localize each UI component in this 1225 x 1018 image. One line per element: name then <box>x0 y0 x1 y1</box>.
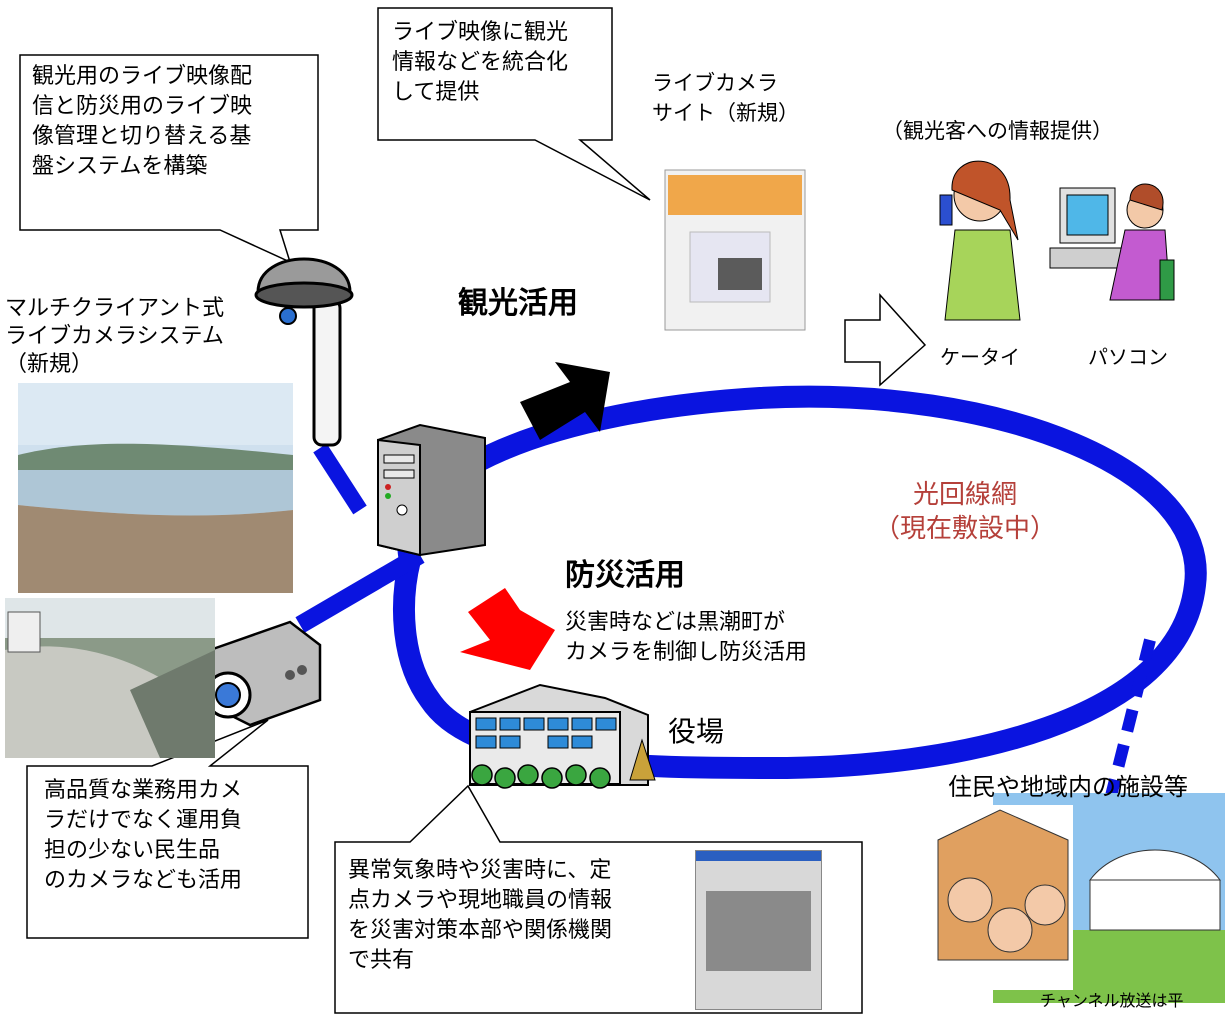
disaster-use-label: 防災活用 <box>565 558 685 593</box>
tourism-arrow <box>520 362 610 440</box>
callout-line: して提供 <box>392 80 480 105</box>
callout-line: 異常気象時や災害時に、定 <box>348 858 612 883</box>
disaster-arrow <box>460 588 555 670</box>
label-line: ライブカメラシステム <box>5 324 224 349</box>
beach-photo <box>18 383 293 593</box>
callout-line: で共有 <box>348 948 415 973</box>
town-hall-label: 役場 <box>668 715 725 748</box>
label-line: ライブカメラ <box>652 71 778 95</box>
callout-line: 高品質な業務用カメ <box>44 778 243 803</box>
callout-platform: 観光用のライブ映像配 信と防災用のライブ映 像管理と切り替える基 盤システムを構… <box>32 62 252 182</box>
output-arrow <box>844 293 927 387</box>
video-camera-icon <box>204 620 322 727</box>
sharing-screenshot <box>695 850 822 1010</box>
callout-line: ラだけでなく運用負 <box>44 808 243 833</box>
dome-camera-icon <box>254 257 354 447</box>
callout-line: 盤システムを構築 <box>32 154 208 179</box>
callout-integration-box <box>377 7 651 201</box>
pc-label: パソコン <box>1088 345 1168 369</box>
callout-sharing: 異常気象時や災害時に、定 点カメラや現地職員の情報 を災害対策本部や関係機関 で… <box>348 856 612 976</box>
label-line: （新規） <box>5 352 94 377</box>
callout-line: ライブ映像に観光 <box>392 20 569 45</box>
label-line: （現在敷設中） <box>873 514 1056 544</box>
callout-line: 信と防災用のライブ映 <box>32 94 253 119</box>
label-line: サイト（新規） <box>652 101 799 125</box>
tourist-info-label: （観光客への情報提供） <box>882 119 1113 143</box>
callout-platform-box <box>19 54 319 264</box>
multi-client-label: マルチクライアント式 ライブカメラシステム （新規） <box>5 295 224 379</box>
disaster-note: 災害時などは黒潮町が カメラを制御し防災活用 <box>565 608 807 668</box>
channel-label: チャンネル放送は平 <box>1040 991 1184 1010</box>
tourism-use-label: 観光活用 <box>458 286 578 321</box>
town-hall-icon <box>469 683 656 789</box>
pc-user-icon <box>1049 183 1175 301</box>
live-site-label: ライブカメラ サイト（新規） <box>652 68 799 128</box>
callout-line: を災害対策本部や関係機関 <box>348 918 613 943</box>
residents-illustration <box>933 793 1225 1003</box>
callout-integration: ライブ映像に観光 情報などを統合化 して提供 <box>392 18 568 108</box>
callout-line: のカメラなども活用 <box>44 868 243 893</box>
callout-line: 情報などを統合化 <box>392 50 569 75</box>
label-line: カメラを制御し防災活用 <box>565 640 808 665</box>
callout-line: 像管理と切り替える基 <box>32 124 252 149</box>
fiber-network-label: 光回線網 （現在敷設中） <box>855 478 1075 546</box>
river-photo <box>5 598 215 758</box>
label-line: 光回線網 <box>912 480 1017 510</box>
callout-line: 担の少ない民生品 <box>44 838 221 863</box>
live-site-screenshot <box>664 169 806 331</box>
callout-camera-quality: 高品質な業務用カメ ラだけでなく運用負 担の少ない民生品 のカメラなども活用 <box>44 776 242 896</box>
label-line: マルチクライアント式 <box>5 296 225 321</box>
callout-camera-quality-box <box>26 719 309 939</box>
callout-line: 点カメラや現地職員の情報 <box>348 888 613 913</box>
mobile-label: ケータイ <box>940 345 1020 369</box>
mobile-user-icon <box>939 160 1021 321</box>
fiber-ring <box>295 385 1207 802</box>
server-icon <box>377 423 486 557</box>
label-line: 災害時などは黒潮町が <box>565 610 786 635</box>
residents-label: 住民や地域内の施設等 <box>948 773 1188 801</box>
callout-line: 観光用のライブ映像配 <box>32 64 253 89</box>
